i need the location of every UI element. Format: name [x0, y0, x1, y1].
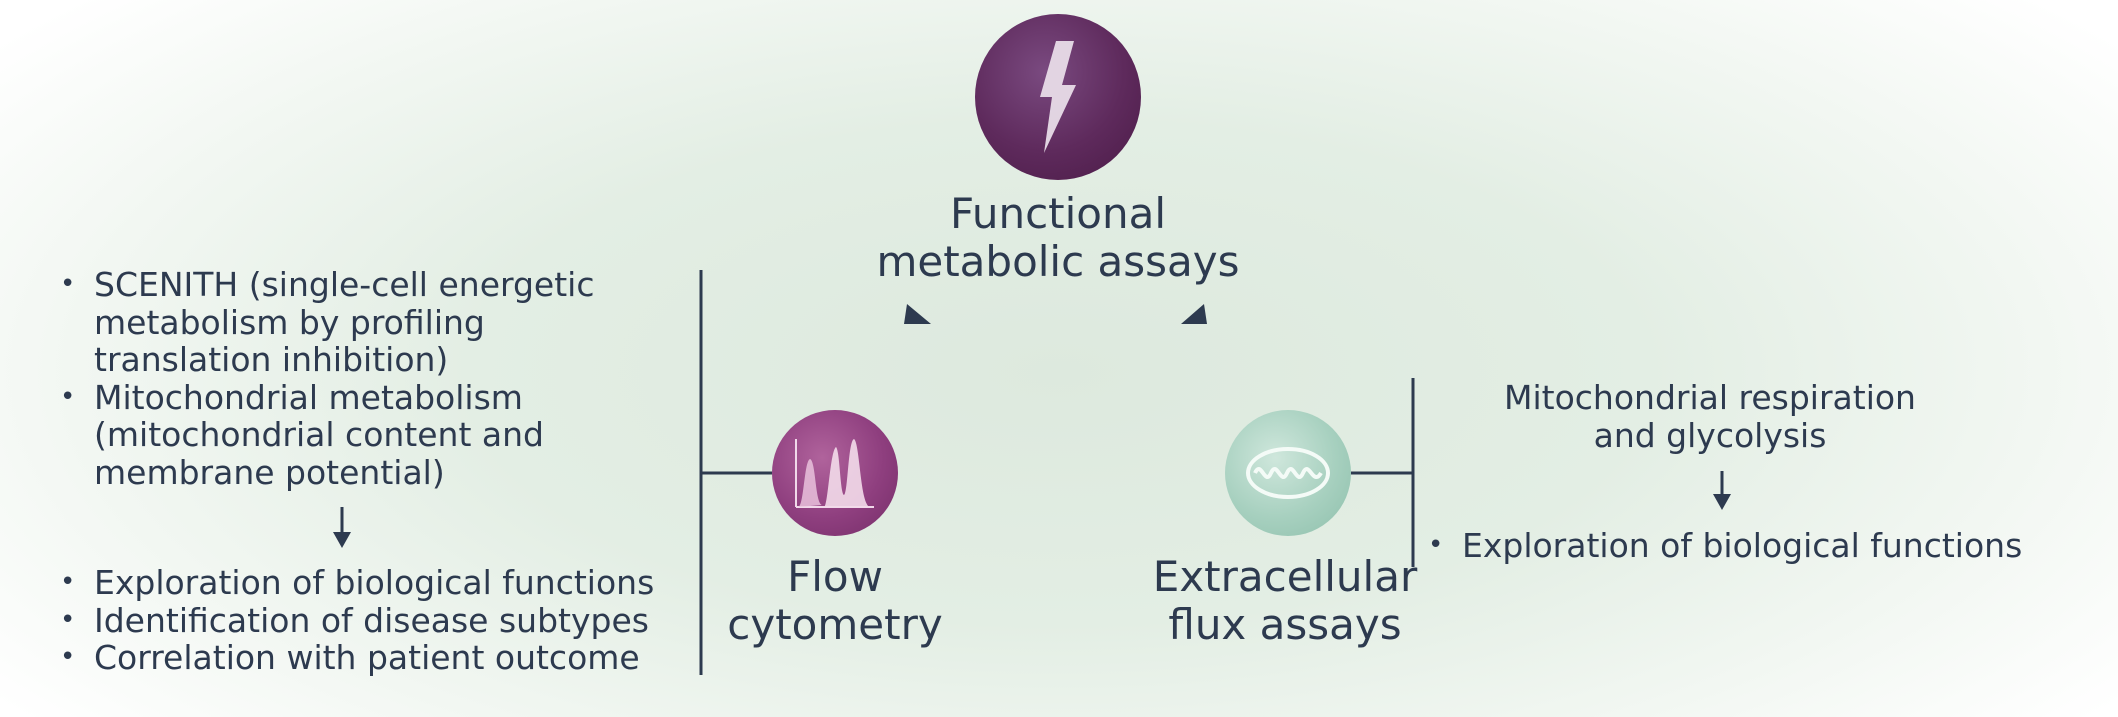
method-line: membrane potential)	[94, 452, 445, 492]
flow-applications-list: • Exploration of biological functions • …	[60, 564, 710, 677]
list-item: • Identification of disease subtypes	[60, 600, 710, 640]
bullet: •	[60, 567, 76, 597]
bullet: •	[60, 269, 76, 299]
list-item: • SCENITH (single-cell energetic metabol…	[60, 266, 700, 379]
lightning-bolt-icon	[1040, 41, 1076, 153]
method-line: (mitochondrial content and	[94, 415, 544, 454]
flux-label-line-2: flux assays	[1168, 600, 1402, 649]
mitochondrion-icon	[1246, 447, 1330, 499]
page-title: Functional metabolic assays	[858, 190, 1258, 286]
right-down-arrow-icon	[1713, 471, 1731, 510]
list-item: • Exploration of biological functions	[1428, 527, 2108, 565]
extracellular-flux-circle	[1225, 410, 1351, 536]
method-line: SCENITH (single-cell energetic	[94, 265, 595, 304]
bullet: •	[60, 642, 76, 672]
title-line-2: metabolic assays	[876, 237, 1240, 286]
flux-applications-list: • Exploration of biological functions	[1428, 527, 2108, 565]
extracellular-flux-label: Extracellular flux assays	[1140, 553, 1430, 649]
application-text: Identification of disease subtypes	[94, 600, 649, 640]
flow-label-line-2: cytometry	[727, 600, 943, 649]
method-line: Mitochondrial metabolism	[94, 377, 523, 417]
list-item: • Exploration of biological functions	[60, 564, 710, 602]
flux-label-line-1: Extracellular	[1152, 552, 1418, 601]
flux-method: Mitochondrial respiration and glycolysis	[1460, 379, 1960, 454]
left-arrowhead-icon	[904, 304, 931, 324]
flux-method-line-1: Mitochondrial respiration	[1504, 378, 1916, 417]
method-line: translation inhibition)	[94, 340, 449, 379]
application-text: Correlation with patient outcome	[94, 638, 640, 677]
flow-methods-list: • SCENITH (single-cell energetic metabol…	[60, 266, 700, 491]
right-arrowhead-icon	[1181, 304, 1207, 324]
flow-cytometry-circle	[772, 410, 898, 536]
method-line: metabolism by profiling	[94, 302, 485, 342]
application-text: Exploration of biological functions	[94, 563, 655, 602]
flow-cytometry-label: Flow cytometry	[700, 553, 970, 649]
list-item: • Mitochondrial metabolism (mitochondria…	[60, 377, 700, 492]
flux-method-line-2: and glycolysis	[1593, 415, 1827, 455]
left-down-arrow-icon	[333, 507, 351, 548]
bullet: •	[1428, 530, 1444, 560]
functional-assays-circle	[975, 14, 1141, 180]
flow-label-line-1: Flow	[787, 552, 883, 601]
list-item: • Correlation with patient outcome	[60, 639, 710, 677]
bullet: •	[60, 381, 76, 412]
histogram-peaks-icon	[795, 439, 874, 508]
application-text: Exploration of biological functions	[1462, 526, 2023, 565]
bullet: •	[60, 604, 76, 635]
title-line-1: Functional	[949, 189, 1167, 238]
